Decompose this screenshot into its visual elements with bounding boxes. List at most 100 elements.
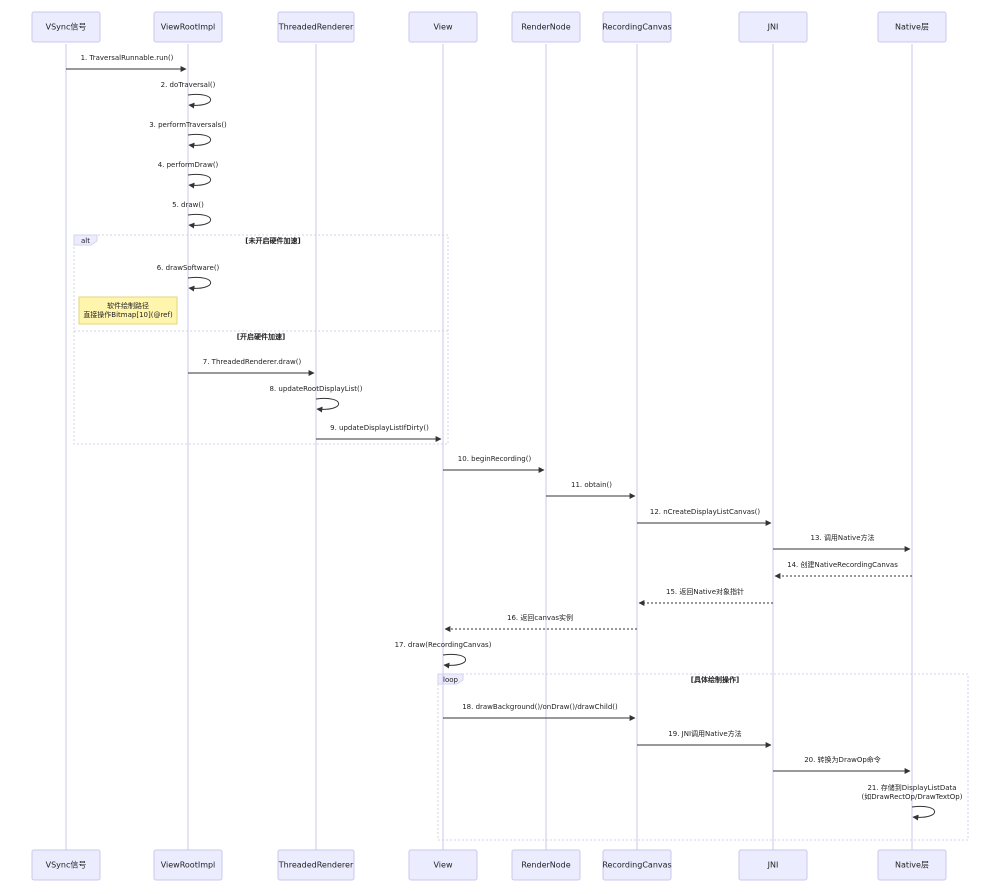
- message-13: 13. 调用Native方法: [773, 533, 911, 552]
- message-label: 3. performTraversals(): [149, 121, 227, 129]
- actor-label: ViewRootImpl: [161, 861, 216, 870]
- actor-label: ThreadedRenderer: [278, 23, 354, 32]
- actor-label: Native层: [895, 23, 929, 32]
- loop-frame: loop [具体绘制操作]: [437, 673, 969, 841]
- message-label: 19. JNI调用Native方法: [668, 729, 741, 738]
- message-label: 8. updateRootDisplayList(): [270, 385, 363, 393]
- actor-box: [877, 849, 947, 881]
- message-4: 4. performDraw(): [158, 161, 219, 189]
- message-arrow: [187, 133, 211, 149]
- actor-jni-top: JNI: [738, 11, 808, 43]
- message-label: 2. doTraversal(): [161, 81, 216, 89]
- note-box: [78, 296, 178, 325]
- actor-box: [408, 849, 478, 881]
- message-10: 10. beginRecording(): [443, 455, 545, 473]
- note-software-path: 软件绘制路径直接操作Bitmap[10](@ref): [78, 296, 178, 325]
- message-14: 14. 创建NativeRecordingCanvas: [774, 560, 912, 579]
- message-15: 15. 返回Native对象指针: [638, 587, 773, 606]
- message-arrow: [911, 805, 935, 821]
- message-label: 4. performDraw(): [158, 161, 219, 169]
- actor-box: [602, 11, 672, 43]
- message-1: 1. TraversalRunnable.run(): [66, 54, 187, 72]
- message-label: 1. TraversalRunnable.run(): [81, 54, 174, 62]
- message-label: 17. draw(RecordingCanvas): [395, 641, 492, 649]
- message-arrow: [187, 213, 211, 229]
- message-label: 13. 调用Native方法: [810, 533, 874, 542]
- message-arrow: [187, 173, 211, 189]
- message-3: 3. performTraversals(): [149, 121, 227, 149]
- message-arrow: [187, 93, 211, 109]
- loop-frame-kind: loop: [443, 676, 459, 684]
- message-5: 5. draw(): [172, 201, 211, 229]
- note-text: 软件绘制路径直接操作Bitmap[10](@ref): [83, 301, 173, 319]
- actor-rc-top: RecordingCanvas: [602, 11, 672, 43]
- actor-jni-bottom: JNI: [738, 849, 808, 881]
- actor-label: VSync信号: [46, 22, 87, 32]
- actor-label: JNI: [767, 23, 779, 32]
- actor-vsync-top: VSync信号: [31, 11, 101, 43]
- actor-vri-top: ViewRootImpl: [153, 11, 223, 43]
- message-18: 18. drawBackground()/onDraw()/drawChild(…: [443, 703, 636, 721]
- lifelines-layer: [65, 44, 913, 850]
- message-arrow: [315, 397, 339, 413]
- alt-frame-else-condition: [开启硬件加速]: [237, 332, 285, 341]
- actor-box: [31, 849, 101, 881]
- message-19: 19. JNI调用Native方法: [637, 729, 772, 748]
- loop-frame-condition: [具体绘制操作]: [691, 675, 739, 684]
- actor-label: RenderNode: [521, 23, 570, 32]
- message-label: 12. nCreateDisplayListCanvas(): [650, 508, 761, 516]
- frames-layer: alt [未开启硬件加速] [开启硬件加速] loop [具体绘制操作]: [73, 234, 969, 841]
- actor-label: View: [434, 861, 453, 870]
- actor-box: [511, 11, 581, 43]
- actor-vri-bottom: ViewRootImpl: [153, 849, 223, 881]
- actor-label: RecordingCanvas: [602, 23, 671, 32]
- message-label: 5. draw(): [172, 201, 204, 209]
- message-label: 20. 转换为DrawOp命令: [804, 755, 881, 764]
- message-2: 2. doTraversal(): [161, 81, 216, 109]
- actor-box: [31, 11, 101, 43]
- actor-label: RenderNode: [521, 861, 570, 870]
- message-label: 16. 返回canvas实例: [507, 613, 573, 622]
- message-11: 11. obtain(): [546, 481, 636, 499]
- actor-rn-bottom: RenderNode: [511, 849, 581, 881]
- actor-box: [877, 11, 947, 43]
- actor-native-top: Native层: [877, 11, 947, 43]
- loop-frame-tag: [437, 673, 464, 685]
- actor-box: [738, 11, 808, 43]
- message-9: 9. updateDisplayListIfDirty(): [316, 424, 442, 442]
- actor-box: [153, 11, 223, 43]
- message-8: 8. updateRootDisplayList(): [270, 385, 363, 413]
- message-label: 9. updateDisplayListIfDirty(): [330, 424, 429, 432]
- actor-label: ViewRootImpl: [161, 23, 216, 32]
- message-label: 18. drawBackground()/onDraw()/drawChild(…: [462, 703, 618, 711]
- message-12: 12. nCreateDisplayListCanvas(): [637, 508, 772, 526]
- actor-label: VSync信号: [46, 860, 87, 870]
- actor-tr-top: ThreadedRenderer: [277, 11, 355, 43]
- actor-label: View: [434, 23, 453, 32]
- message-label: 7. ThreadedRenderer.draw(): [203, 358, 302, 366]
- actor-label: ThreadedRenderer: [278, 861, 354, 870]
- message-label: 14. 创建NativeRecordingCanvas: [787, 560, 898, 569]
- loop-frame-border: [437, 673, 969, 841]
- actor-rn-top: RenderNode: [511, 11, 581, 43]
- actor-view-bottom: View: [408, 849, 478, 881]
- actor-label: JNI: [767, 861, 779, 870]
- actor-label: Native层: [895, 861, 929, 870]
- alt-frame-kind: alt: [81, 237, 90, 245]
- message-6: 6. drawSoftware(): [157, 264, 220, 292]
- message-label: 15. 返回Native对象指针: [666, 587, 744, 596]
- message-arrow: [442, 653, 466, 669]
- actor-box: [738, 849, 808, 881]
- actor-box: [277, 11, 355, 43]
- messages-layer: 1. TraversalRunnable.run() 2. doTraversal…: [66, 54, 963, 821]
- actor-label: RecordingCanvas: [602, 861, 671, 870]
- actors-layer: VSync信号VSync信号ViewRootImplViewRootImplTh…: [31, 11, 947, 881]
- alt-frame-condition: [未开启硬件加速]: [245, 236, 300, 245]
- actor-view-top: View: [408, 11, 478, 43]
- message-21: 21. 存储到DisplayListData(如DrawRectOp/DrawT…: [862, 783, 963, 821]
- message-7: 7. ThreadedRenderer.draw(): [188, 358, 315, 376]
- actor-box: [511, 849, 581, 881]
- alt-frame-border: [73, 234, 449, 445]
- message-label: 6. drawSoftware(): [157, 264, 220, 272]
- message-label: 21. 存储到DisplayListData(如DrawRectOp/DrawT…: [862, 783, 963, 801]
